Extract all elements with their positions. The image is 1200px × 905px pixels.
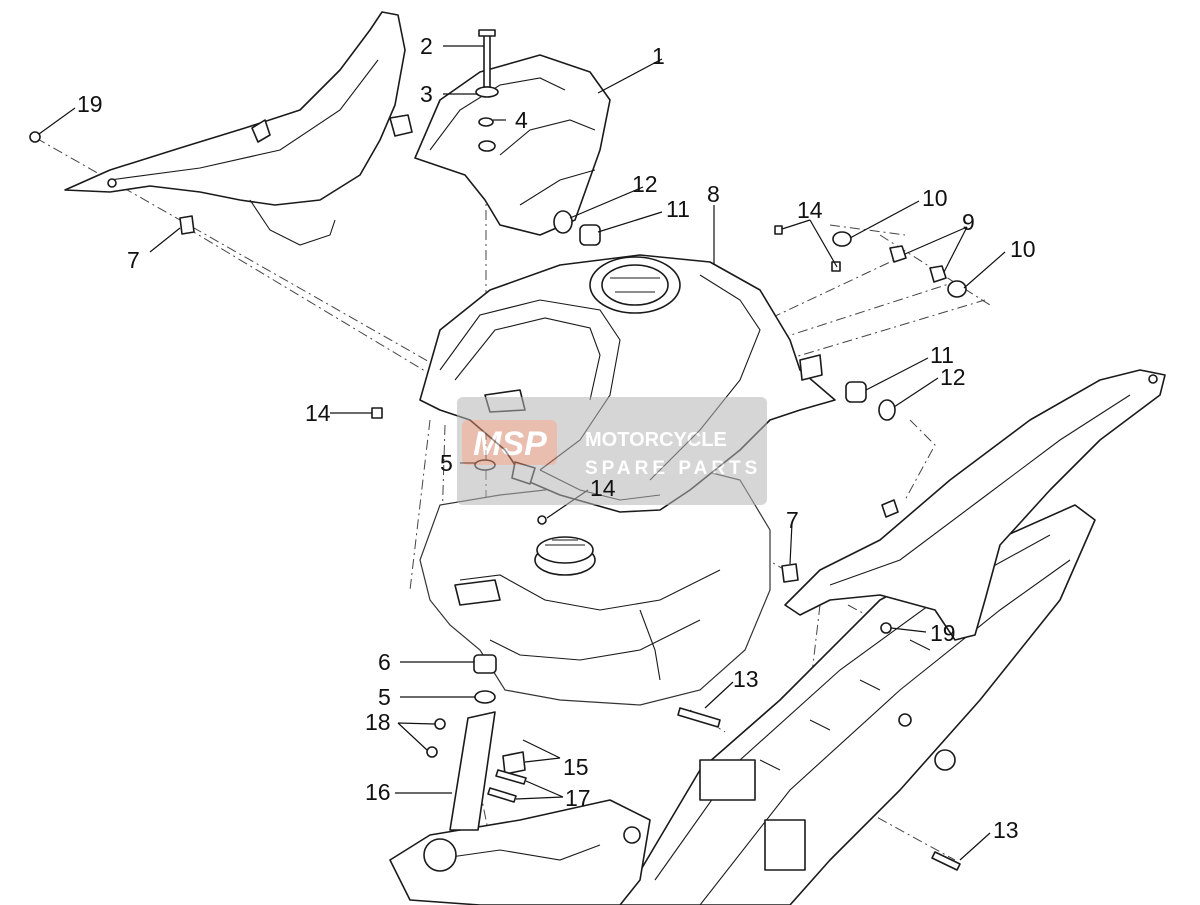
fuel-tank-lower xyxy=(419,464,771,706)
callout-5-upper: 5 xyxy=(440,450,453,476)
callout-14-middle: 14 xyxy=(590,475,616,501)
callout-4: 4 xyxy=(515,107,528,133)
callout-14-left: 14 xyxy=(305,400,331,426)
callout-10-lower: 10 xyxy=(1010,236,1036,262)
callout-10-upper: 10 xyxy=(922,185,948,211)
callout-7-right: 7 xyxy=(786,507,799,533)
callout-8: 8 xyxy=(707,181,720,207)
callout-1: 1 xyxy=(652,43,665,69)
watermark-line1: MOTORCYCLE xyxy=(585,429,727,451)
callout-11-right: 11 xyxy=(930,342,954,368)
callout-11-upper: 11 xyxy=(666,196,690,222)
callout-7-left: 7 xyxy=(127,247,140,273)
callout-14-upper: 14 xyxy=(797,197,823,223)
callout-12-right: 12 xyxy=(940,364,966,390)
callout-13-lower: 13 xyxy=(993,817,1019,843)
watermark-line2: SPARE PARTS xyxy=(585,458,761,479)
watermark: MSP MOTORCYCLE SPARE PARTS xyxy=(457,397,767,505)
leader-lines xyxy=(38,45,1006,861)
right-side-cover xyxy=(784,369,1166,641)
callout-15: 15 xyxy=(563,754,589,780)
callout-5-lower: 5 xyxy=(378,684,391,710)
top-cover xyxy=(414,54,611,236)
callout-19-right: 19 xyxy=(930,620,956,646)
callout-12-upper: 12 xyxy=(632,171,658,197)
callout-19-left: 19 xyxy=(77,91,103,117)
callout-3: 3 xyxy=(420,81,433,107)
left-side-cover xyxy=(64,11,413,246)
watermark-logo: MSP xyxy=(473,425,547,463)
callout-17: 17 xyxy=(565,785,591,811)
callout-9: 9 xyxy=(962,209,975,235)
callout-13-middle: 13 xyxy=(733,666,759,692)
callout-labels: 1 2 3 4 5 5 6 7 7 8 9 10 10 11 11 12 12 … xyxy=(77,33,1036,843)
callout-18: 18 xyxy=(365,709,391,735)
callout-16: 16 xyxy=(365,779,391,805)
callout-2: 2 xyxy=(420,33,433,59)
callout-6: 6 xyxy=(378,649,391,675)
